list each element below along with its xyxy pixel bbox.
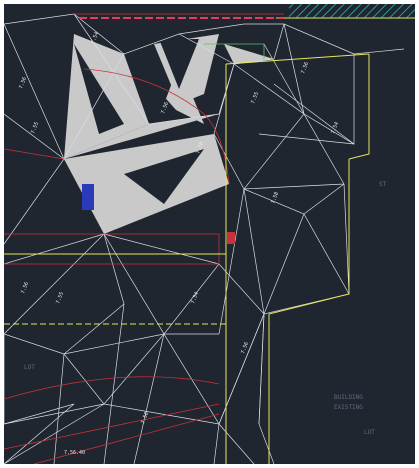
elev-label: 7.56: [240, 341, 250, 354]
cad-drawing[interactable]: 7.56 7.55 7.54 7.56 7.58 7.55 7.56 7.54 …: [4, 4, 415, 464]
dark-slivers: [74, 39, 204, 204]
elev-label: 7.58: [195, 141, 205, 154]
lot-label: LOT: [24, 364, 35, 371]
background-annotations: ST BUILDING EXISTING LOT LOT: [24, 181, 387, 436]
elev-label: 7.55: [250, 91, 260, 104]
lot-label: LOT: [364, 429, 375, 436]
elev-label: 7.56: [160, 101, 170, 114]
elev-label: 7.56: [300, 61, 310, 74]
elev-label: 7.55: [55, 291, 65, 304]
cad-drawing-canvas[interactable]: 7.56 7.55 7.54 7.56 7.58 7.55 7.56 7.54 …: [4, 4, 415, 464]
street-label: ST: [379, 181, 387, 188]
elev-label: 7.56.40: [64, 450, 85, 456]
redlines: [4, 13, 284, 464]
elev-label: 7.58: [270, 191, 280, 204]
elev-label: 7.54: [330, 121, 340, 134]
elev-label: 7.55: [30, 121, 40, 134]
red-marker: [227, 232, 235, 244]
boundary-lines: [4, 17, 415, 464]
hatch-pattern: [289, 4, 415, 18]
elev-label: 7.58: [140, 411, 150, 424]
elev-label: 7.54: [90, 31, 100, 44]
blue-block: [82, 184, 94, 210]
elev-label: 7.56: [20, 281, 30, 294]
note-label: BUILDING: [334, 394, 363, 401]
note-label: EXISTING: [334, 404, 363, 411]
elev-label: 7.56: [18, 76, 28, 89]
green-line: [204, 43, 265, 59]
elevation-labels: 7.56 7.55 7.54 7.56 7.58 7.55 7.56 7.54 …: [18, 31, 340, 456]
elev-label: 7.54: [190, 291, 200, 304]
